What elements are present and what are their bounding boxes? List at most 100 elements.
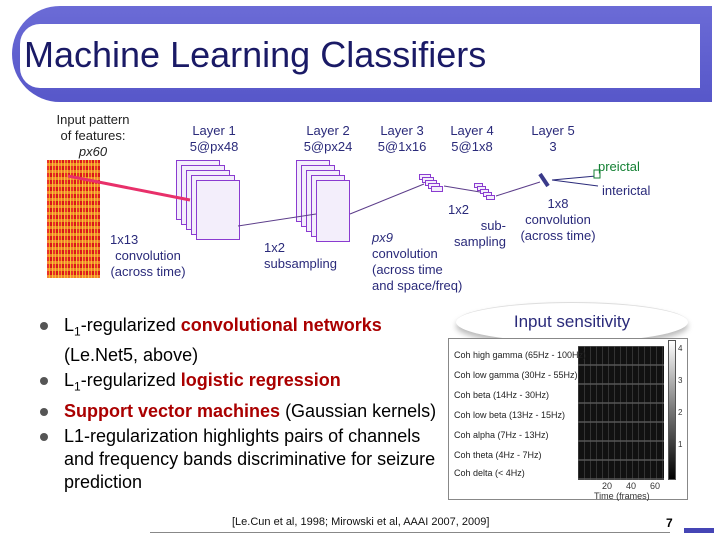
label-line: 1x2 — [264, 240, 285, 255]
output-link — [551, 179, 599, 187]
bullet-highlight: logistic regression — [180, 369, 341, 390]
label-line: convolution — [525, 212, 591, 227]
sub2-label: 1x2 sub- sampling — [440, 202, 506, 250]
layer5-units — [538, 172, 550, 188]
layer1-label: Layer 1 5@px48 — [178, 123, 250, 155]
sensitivity-title-oval — [456, 302, 688, 342]
bullet-highlight: convolutional networks — [180, 315, 382, 335]
label-line: sub- — [480, 218, 506, 233]
label-line: Input pattern — [56, 112, 130, 127]
heatmap-x-tick: 60 — [650, 481, 661, 491]
title-panel — [20, 24, 700, 88]
label-line: 5@px48 — [189, 139, 239, 154]
bullet-item: L1-regularization highlights pairs of ch… — [40, 425, 440, 494]
bullet-dot — [40, 376, 48, 385]
label-line: Layer 5 — [531, 123, 575, 138]
label-line: sampling — [453, 234, 506, 249]
bullet-text: -regularized — [80, 315, 181, 335]
label-line: (across time — [372, 262, 443, 277]
feature-map — [196, 180, 240, 240]
layer5-label: Layer 5 3 — [520, 123, 586, 155]
output-link — [551, 175, 597, 181]
bullet-item: L1-regularized convolutional networks (L… — [40, 314, 440, 367]
footer-accent — [684, 528, 714, 533]
feature-map — [486, 195, 495, 200]
colorbar-tick: 2 — [678, 408, 683, 417]
input-label: Input pattern of features: px60 — [48, 112, 138, 160]
bullet-item: Support vector machines (Gaussian kernel… — [40, 400, 440, 423]
slide-title: Machine Learning Classifiers — [24, 34, 487, 75]
label-line: and space/freq) — [372, 278, 463, 293]
receptive-field-line — [495, 181, 541, 197]
colorbar-tick: 3 — [678, 376, 683, 385]
label-line: 1x8 — [547, 196, 569, 211]
page-number: 7 — [666, 516, 673, 530]
label-line: px9 — [372, 230, 393, 245]
label-line: 5@1x16 — [377, 139, 427, 154]
colorbar-tick: 1 — [678, 440, 683, 449]
heatmap-row-label: Coh theta (4Hz - 7Hz) — [454, 450, 542, 460]
label-line: Layer 2 — [306, 123, 350, 138]
heatmap-row-label: Coh low beta (13Hz - 15Hz) — [454, 410, 566, 420]
bullet-dot — [40, 322, 48, 330]
footer-rule — [150, 532, 670, 533]
label-line: convolution — [115, 248, 181, 263]
label-line: (across time) — [520, 228, 596, 243]
sensitivity-heatmap — [578, 346, 664, 480]
heatmap-x-tick: 40 — [626, 481, 637, 491]
label-line: 3 — [549, 139, 557, 154]
sensitivity-title: Input sensitivity — [513, 312, 631, 331]
heatmap-x-tick: 20 — [602, 481, 613, 491]
label-line: 1x2 — [448, 202, 469, 217]
layer4-label: Layer 4 5@1x8 — [438, 123, 506, 155]
receptive-field-line — [349, 183, 425, 215]
receptive-field-line — [443, 185, 481, 193]
heatmap-x-label: Time (frames) — [594, 491, 650, 501]
conv3-label: 1x8 convolution (across time) — [512, 196, 604, 244]
conv2-label: px9 convolution (across time and space/f… — [372, 230, 472, 294]
label-line: Layer 4 — [450, 123, 494, 138]
bullet-text: -regularized — [80, 369, 181, 390]
bullet-dot — [40, 433, 48, 442]
bullet-dot — [40, 408, 48, 417]
output-unit — [593, 169, 601, 179]
bullet-list: L1-regularized convolutional networks (L… — [40, 314, 440, 496]
conv1-label: 1x13 convolution (across time) — [100, 232, 196, 280]
heatmap-row-label: Coh delta (< 4Hz) — [454, 468, 525, 478]
label-line: 5@1x8 — [451, 139, 493, 154]
receptive-field-line — [237, 213, 317, 227]
heatmap-colorbar — [668, 340, 676, 480]
citation: [Le.Cun et al, 1998; Mirowski et al, AAA… — [232, 516, 490, 528]
label-line: 5@px24 — [303, 139, 353, 154]
label-line: (across time) — [110, 264, 186, 279]
label-line: px60 — [78, 144, 108, 159]
label-line: subsampling — [264, 256, 337, 271]
bullet-subscript: 1 — [74, 379, 81, 394]
label-line: convolution — [372, 246, 438, 261]
bullet-item: L1-regularized logistic regression — [40, 369, 440, 399]
output-interictal-label: interictal — [602, 183, 651, 198]
layer2-label: Layer 2 5@px24 — [292, 123, 364, 155]
feature-map — [316, 180, 350, 242]
bullet-text: L1-regularization highlights pairs of ch… — [64, 426, 436, 493]
bullet-highlight: Support vector machines — [64, 401, 281, 422]
feature-map — [431, 186, 443, 192]
bullet-text: (Le.Net5, above) — [64, 344, 199, 365]
bullet-subscript: 1 — [74, 324, 81, 339]
heatmap-row-label: Coh alpha (7Hz - 13Hz) — [454, 430, 549, 440]
label-line: 1x13 — [110, 232, 139, 247]
colorbar-tick: 4 — [678, 344, 683, 353]
bullet-text: (Gaussian kernels) — [280, 401, 437, 422]
heatmap-row-label: Coh low gamma (30Hz - 55Hz) — [454, 370, 578, 380]
label-line: Layer 3 — [380, 123, 424, 138]
heatmap-row-label: Coh high gamma (65Hz - 100Hz) — [454, 350, 587, 360]
receptive-field-line — [67, 174, 191, 202]
sub1-label: 1x2 subsampling — [264, 240, 348, 272]
label-line: Layer 1 — [192, 123, 236, 138]
bullet-text: L — [64, 369, 75, 390]
layer3-label: Layer 3 5@1x16 — [368, 123, 436, 155]
output-preictal-label: preictal — [598, 159, 640, 174]
bullet-text: L — [64, 315, 75, 335]
heatmap-row-label: Coh beta (14Hz - 30Hz) — [454, 390, 550, 400]
